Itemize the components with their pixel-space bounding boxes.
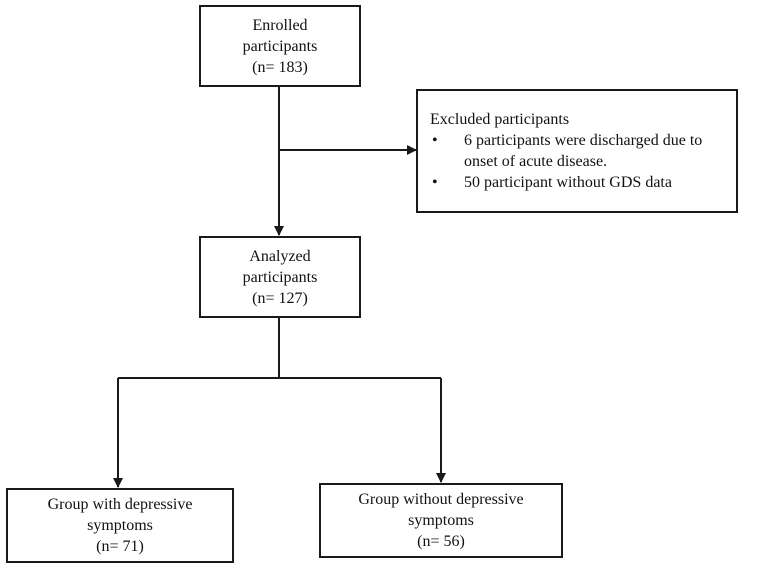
- analyzed-line2: participants: [242, 268, 318, 286]
- enrolled-count: (n= 183): [252, 58, 308, 76]
- group-with-depressive-symptoms-box: Group with depressive symptoms (n= 71): [6, 488, 234, 563]
- excluded-item: 6 participants were discharged due to on…: [430, 130, 702, 172]
- enrolled-line2: participants: [242, 37, 318, 55]
- group-without-line2: symptoms: [408, 512, 474, 529]
- excluded-participants-box: Excluded participants 6 participants wer…: [416, 89, 738, 213]
- excluded-item-1-line2: onset of acute disease.: [464, 153, 608, 170]
- analyzed-line1: Analyzed: [249, 247, 311, 265]
- enrolled-participants-box: Enrolled participants (n= 183): [199, 5, 361, 87]
- excluded-list: 6 participants were discharged due to on…: [430, 130, 702, 193]
- group-with-count: (n= 71): [96, 538, 144, 555]
- excluded-item-2-line1: 50 participant without GDS data: [464, 174, 672, 191]
- group-without-count: (n= 56): [417, 533, 465, 550]
- enrolled-line1: Enrolled: [252, 16, 308, 34]
- analyzed-count: (n= 127): [252, 289, 308, 307]
- group-with-line1: Group with depressive: [47, 496, 193, 513]
- excluded-item-1-line1: 6 participants were discharged due to: [464, 132, 703, 149]
- analyzed-participants-box: Analyzed participants (n= 127): [199, 236, 361, 318]
- excluded-item: 50 participant without GDS data: [430, 172, 702, 193]
- group-with-line2: symptoms: [87, 517, 153, 534]
- excluded-title: Excluded participants: [430, 111, 570, 128]
- group-without-depressive-symptoms-box: Group without depressive symptoms (n= 56…: [319, 483, 563, 558]
- group-without-line1: Group without depressive: [358, 491, 524, 508]
